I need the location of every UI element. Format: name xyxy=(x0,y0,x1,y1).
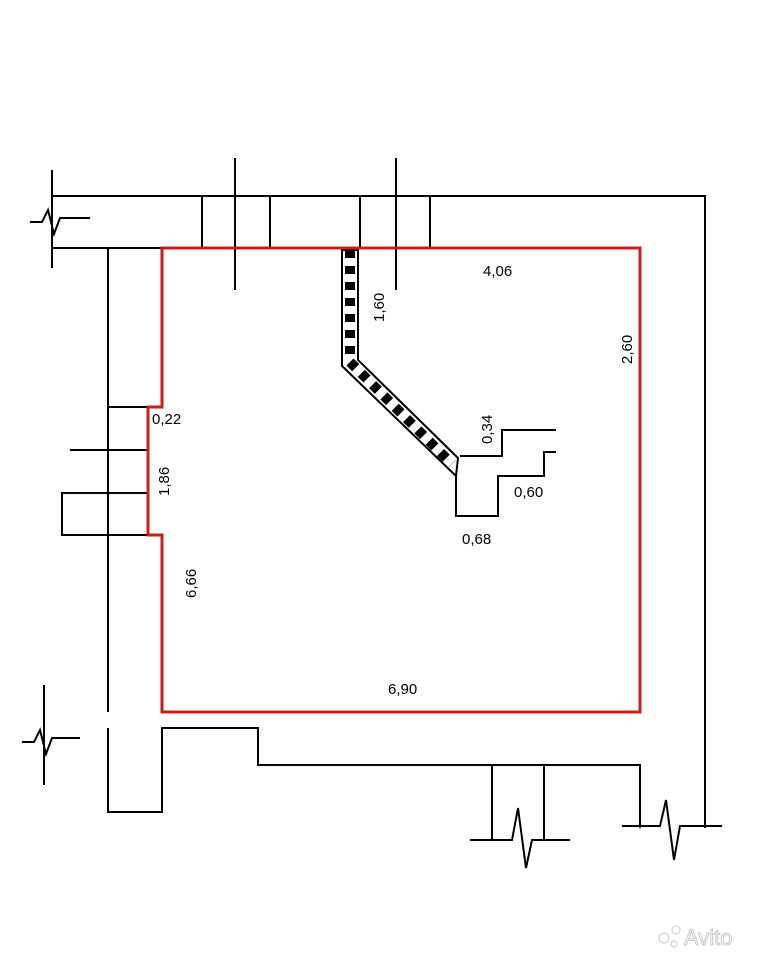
diagonal-partition xyxy=(341,249,556,517)
dim-left-small: 0,22 xyxy=(152,411,181,428)
watermark-text: Avito xyxy=(684,925,733,950)
dim-step-right: 0,60 xyxy=(514,484,543,501)
dim-bottom: 6,90 xyxy=(388,681,417,698)
dim-right: 2,60 xyxy=(619,335,636,364)
room-outline xyxy=(146,246,642,714)
dim-left-main: 6,66 xyxy=(183,569,200,598)
outer-walls xyxy=(52,158,706,840)
dim-step-upper: 0,34 xyxy=(479,415,496,444)
dim-diagonal-vertical: 1,60 xyxy=(371,293,388,322)
avito-watermark: Avito xyxy=(658,925,733,951)
dim-left-opening: 1,86 xyxy=(156,467,173,496)
dim-top: 4,06 xyxy=(483,263,512,280)
dim-step-bottom: 0,68 xyxy=(462,531,491,548)
wall-break-symbols xyxy=(22,170,722,869)
